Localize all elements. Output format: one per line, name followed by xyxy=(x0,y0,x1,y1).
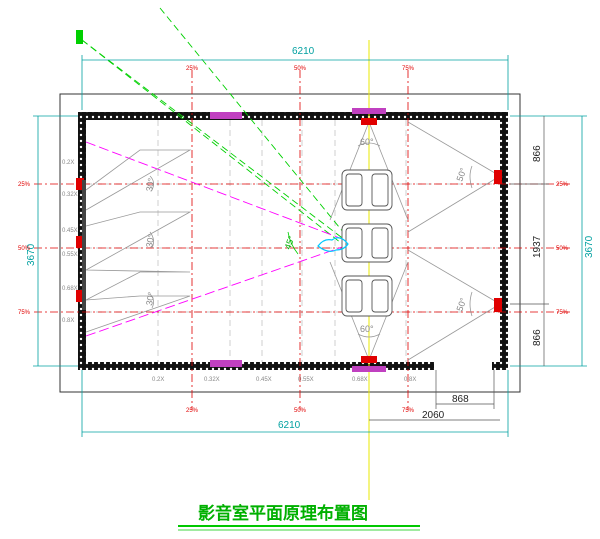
row-label-left: 25% xyxy=(18,182,31,188)
percent-lines xyxy=(34,70,570,410)
left-upper-speaker xyxy=(76,178,84,190)
dim-bottom-width: 6210 xyxy=(278,420,301,431)
angle-arcs xyxy=(149,142,473,338)
col-label-bottom: 75% xyxy=(402,408,415,414)
dim-left-height: 3670 xyxy=(26,243,37,266)
dim-right-middle: 1937 xyxy=(532,235,543,258)
left-lower-speaker xyxy=(76,290,84,302)
right-upper-speaker xyxy=(494,170,502,184)
left-ratio: 0.32X xyxy=(62,192,78,198)
projection-lines xyxy=(81,7,351,251)
dim-door-width: 868 xyxy=(452,394,469,405)
col-label-top: 50% xyxy=(294,66,307,72)
angle-left-middle: 30° xyxy=(144,233,156,249)
left-ratio: 0.2X xyxy=(62,160,74,166)
row-label-left: 50% xyxy=(18,246,31,252)
angle-front-top: 60° xyxy=(360,137,374,147)
seating xyxy=(341,169,393,317)
row-label-left: 75% xyxy=(18,310,31,316)
left-ratio: 0.8X xyxy=(62,318,74,324)
dimension-lines xyxy=(33,55,587,437)
row-label-right: 25% xyxy=(556,182,569,188)
bottom-ratio: 0.55X xyxy=(298,377,314,383)
angle-front-bottom: 60° xyxy=(360,324,374,334)
bottom-ratio: 0.2X xyxy=(152,377,164,383)
col-label-top: 75% xyxy=(402,66,415,72)
subwoofers xyxy=(210,108,386,372)
row-percent-labels: 25% 50% 75% 25% 50% 75% xyxy=(18,182,569,316)
left-ratio-labels: 0.2X 0.32X 0.45X 0.55X 0.68X 0.8X xyxy=(62,160,78,324)
bottom-ratio-labels: 0.2X 0.32X 0.45X 0.55X 0.68X 0.8X xyxy=(152,377,416,383)
left-ratio: 0.55X xyxy=(62,252,78,258)
inner-dimension-lines xyxy=(369,116,549,421)
column-percent-labels: 25% 50% 75% 25% 50% 75% xyxy=(186,66,415,414)
speakers xyxy=(76,118,502,363)
left-ratio: 0.68X xyxy=(62,286,78,292)
angle-seat-view: 45° xyxy=(282,234,296,251)
left-ratio: 0.45X xyxy=(62,228,78,234)
left-middle-speaker xyxy=(76,236,84,248)
projector-icon xyxy=(76,30,83,44)
angle-right-top: 50° xyxy=(454,166,468,183)
bottom-ratio: 0.8X xyxy=(404,377,416,383)
bottom-ratio: 0.68X xyxy=(352,377,368,383)
diagram-title: 影音室平面原理布置图 xyxy=(198,503,368,524)
viewer-figure xyxy=(317,237,349,252)
row-label-right: 75% xyxy=(556,310,569,316)
right-lower-speaker xyxy=(494,298,502,312)
col-label-bottom: 50% xyxy=(294,408,307,414)
dim-right-lower: 866 xyxy=(532,329,543,346)
angle-right-bottom: 50° xyxy=(454,296,468,313)
sightlines xyxy=(85,141,346,337)
angle-labels: 60° 60° 50° 50° 30° 30° 30° xyxy=(144,137,469,334)
bottom-ratio: 0.32X xyxy=(204,377,220,383)
angle-left-top: 30° xyxy=(144,177,156,193)
col-label-top: 25% xyxy=(186,66,199,72)
dim-right-upper: 866 xyxy=(532,145,543,162)
rear-center-speaker xyxy=(361,356,377,363)
outer-frame xyxy=(59,93,521,393)
front-screen xyxy=(82,180,86,310)
dim-seat-offset: 2060 xyxy=(422,410,445,421)
dim-right-height: 3670 xyxy=(584,235,595,258)
row-label-right: 50% xyxy=(556,246,569,252)
col-label-bottom: 25% xyxy=(186,408,199,414)
dim-top-width: 6210 xyxy=(292,46,315,57)
front-center-speaker xyxy=(361,118,377,125)
bottom-ratio: 0.45X xyxy=(256,377,272,383)
angle-left-bottom: 30° xyxy=(144,291,156,307)
